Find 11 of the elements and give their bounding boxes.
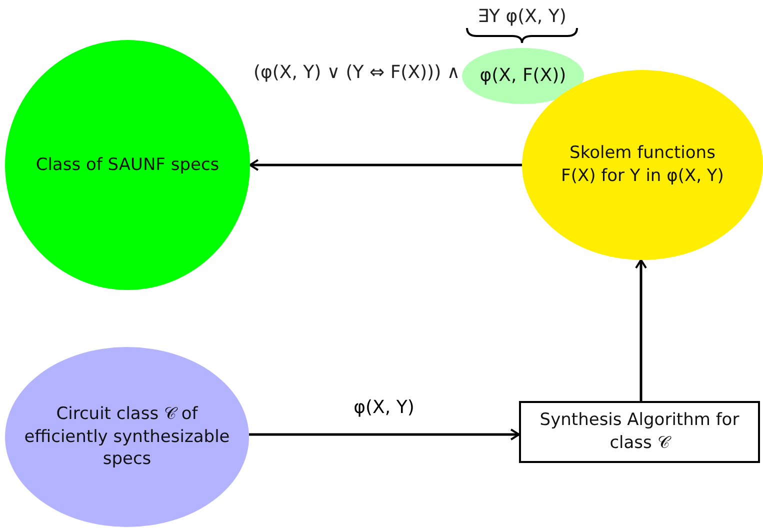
node-text: Synthesis Algorithm for class 𝒞 xyxy=(538,409,740,455)
formula-label: (φ(X, Y) ∨ (Y ⇔ F(X))) ∧ xyxy=(253,62,460,83)
arrow xyxy=(635,259,647,401)
process-box xyxy=(519,401,760,463)
node-text: Skolem functions F(X) for Y in φ(X, Y) xyxy=(560,142,725,188)
node-text: φ(X, F(X)) xyxy=(480,64,566,88)
arrow xyxy=(249,428,520,440)
node-text: Class of SAUNF specs xyxy=(36,154,220,176)
formula-label: ∃Y φ(X, Y) xyxy=(478,6,566,27)
arrow xyxy=(249,159,522,171)
node-text: Circuit class 𝒞 of efficiently synthesizable specs xyxy=(23,402,231,472)
